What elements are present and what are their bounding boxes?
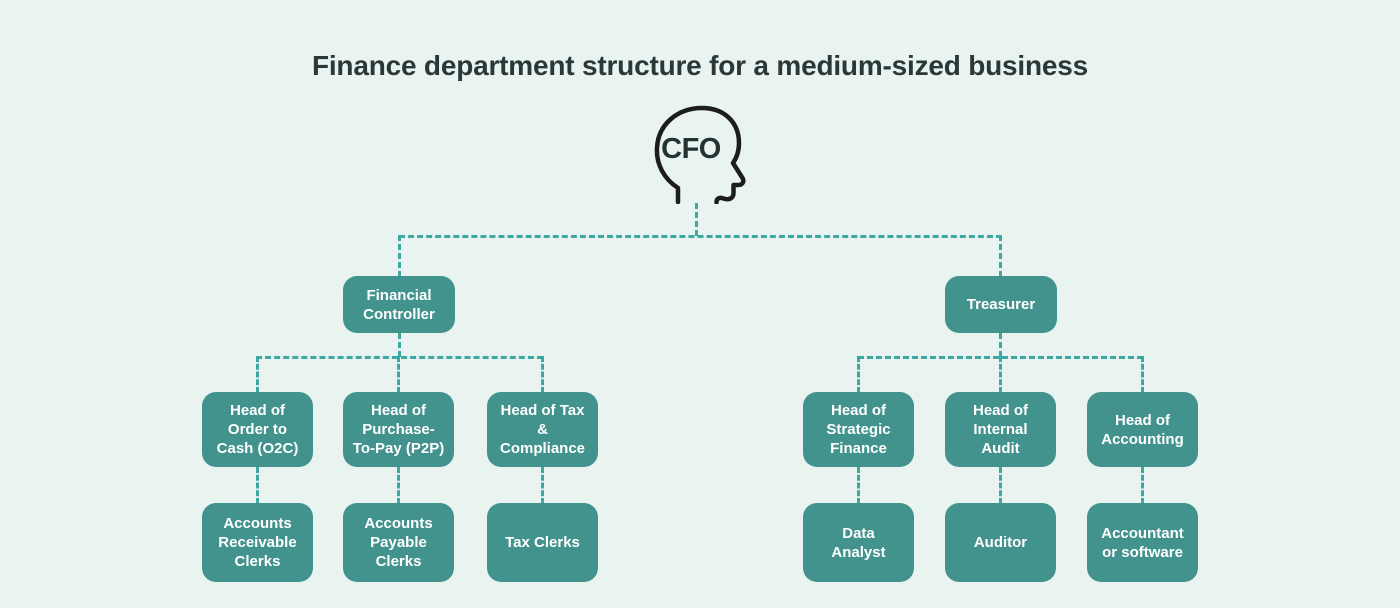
connector-accountant-drop bbox=[1141, 467, 1144, 504]
connector-treasurer-drop bbox=[999, 235, 1002, 277]
connector-ar-clerks-drop bbox=[256, 467, 259, 504]
chart-title: Finance department structure for a mediu… bbox=[311, 50, 1089, 81]
connector-data-analyst-drop bbox=[857, 467, 860, 504]
node-tax-clerks: Tax Clerks bbox=[487, 503, 598, 582]
node-head-of-tax-compliance: Head of Tax & Compliance bbox=[487, 392, 598, 467]
connector-financial-controller-drop bbox=[398, 235, 401, 277]
node-head-of-internal-audit: Head of Internal Audit bbox=[945, 392, 1056, 467]
node-head-of-purchase-to-pay: Head of Purchase- To-Pay (P2P) bbox=[343, 392, 454, 467]
connector-fc-stem bbox=[398, 333, 401, 357]
node-head-of-strategic-finance: Head of Strategic Finance bbox=[803, 392, 914, 467]
connector-p2p-drop bbox=[397, 356, 400, 393]
node-accounts-receivable-clerks: Accounts Receivable Clerks bbox=[202, 503, 313, 582]
connector-tax-clerks-drop bbox=[541, 467, 544, 504]
cfo-label: CFO bbox=[661, 133, 721, 165]
connector-o2c-drop bbox=[256, 356, 259, 393]
connector-treasurer-stem bbox=[999, 333, 1002, 357]
connector-ap-clerks-drop bbox=[397, 467, 400, 504]
node-head-of-accounting: Head of Accounting bbox=[1087, 392, 1198, 467]
connector-managers-bus bbox=[399, 235, 1002, 238]
node-financial-controller: Financial Controller bbox=[343, 276, 455, 333]
connector-auditor-drop bbox=[999, 467, 1002, 504]
node-head-of-order-to-cash: Head of Order to Cash (O2C) bbox=[202, 392, 313, 467]
connector-cfo-stem bbox=[695, 203, 698, 236]
node-accountant-or-software: Accountant or software bbox=[1087, 503, 1198, 582]
connector-accounting-drop bbox=[1141, 356, 1144, 393]
node-auditor: Auditor bbox=[945, 503, 1056, 582]
cfo-node: CFO bbox=[652, 104, 748, 204]
connector-audit-drop bbox=[999, 356, 1002, 393]
connector-tax-drop bbox=[541, 356, 544, 393]
node-data-analyst: Data Analyst bbox=[803, 503, 914, 582]
node-treasurer: Treasurer bbox=[945, 276, 1057, 333]
node-accounts-payable-clerks: Accounts Payable Clerks bbox=[343, 503, 454, 582]
head-profile-icon bbox=[654, 105, 746, 204]
connector-strategic-drop bbox=[857, 356, 860, 393]
